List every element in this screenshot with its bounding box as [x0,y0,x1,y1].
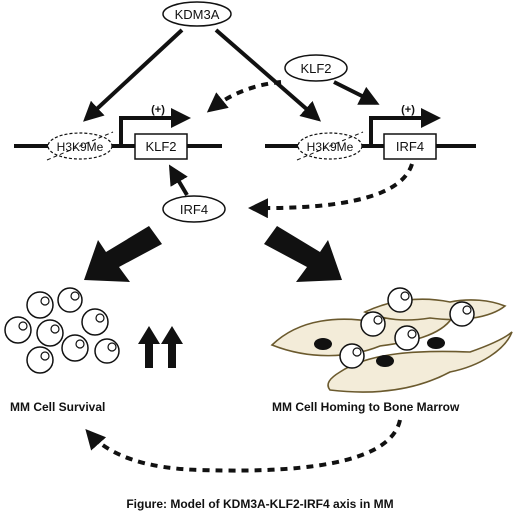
irf4-gene-label: IRF4 [396,139,424,154]
h3k9me-label-left: H3K9Me [57,140,104,154]
homing-to-survival-dashed-arrow [85,419,402,473]
irf4-factor-node: IRF4 [162,195,226,223]
stromal-cell-2 [327,331,513,393]
klf2-feedback-dashed-arrow [206,80,282,113]
klf2-factor-node: KLF2 [284,54,348,82]
h3k9me-label-right: H3K9Me [307,140,354,154]
kdm3a-node: KDM3A [162,1,232,27]
big-arrow-to-survival [84,226,162,282]
plus-label-right: (+) [401,104,415,116]
kdm3a-label: KDM3A [175,7,220,22]
survival-label: MM Cell Survival [10,400,105,414]
klf2-gene-box [134,133,188,160]
stromal-cell-3 [363,298,507,321]
klf2-factor-label: KLF2 [300,61,331,76]
klf2-gene-locus: H3K9Me KLF2 (+) [14,104,222,161]
homing-label: MM Cell Homing to Bone Marrow [272,400,460,414]
plus-label-left: (+) [151,104,165,116]
klf2-gene-label: KLF2 [145,139,176,154]
klf2-tss-arrow [119,108,191,146]
irf4-tss-arrow [369,108,441,146]
figure-caption: Figure: Model of KDM3A-KLF2-IRF4 axis in… [126,497,393,511]
irf4-factor-label: IRF4 [180,202,208,217]
kdm3a-to-left-mark-arrow [83,28,184,122]
big-arrow-to-homing [264,226,342,282]
klf2-to-irf4-promoter-arrow [333,80,380,105]
bone-marrow-niche [270,287,513,393]
irf4-gene-locus: H3K9Me IRF4 (+) [265,104,476,161]
kdm3a-to-right-mark-arrow [214,28,322,122]
myeloma-cell-cluster [4,287,120,374]
irf4-product-dashed-arrow [248,163,414,219]
increase-double-arrow-icon [138,326,183,368]
irf4-gene-box [383,133,437,160]
irf4-to-klf2-promoter-arrow [168,164,189,197]
